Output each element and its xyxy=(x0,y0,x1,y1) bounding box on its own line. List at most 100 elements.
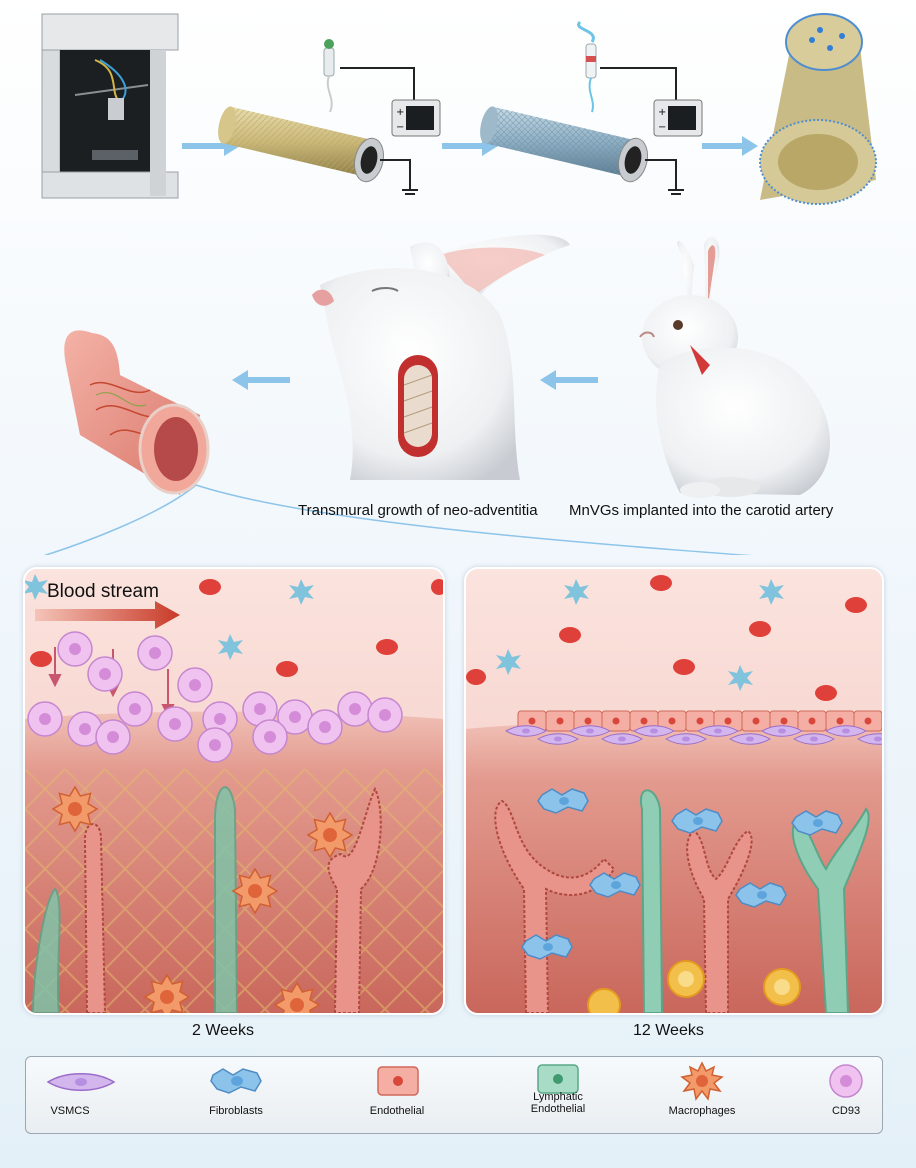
caption-growth: Transmural growth of neo-adventitia xyxy=(298,502,538,519)
legend: VSMCS Fibroblasts Endothelial Lymphatic … xyxy=(25,1056,883,1134)
panel-2-weeks-illustration: Blood stream xyxy=(25,569,443,1013)
flow-arrow-left xyxy=(232,370,290,390)
implantation-row: Transmural growth of neo-adventitia MnVG… xyxy=(43,234,834,555)
fibroblast-cells xyxy=(25,574,314,660)
svg-text:−: − xyxy=(396,122,404,133)
fibroblast-cell-icon xyxy=(210,1068,262,1094)
cd93-cell xyxy=(177,667,213,703)
vsmc-cell xyxy=(825,725,867,737)
flow-arrow-right xyxy=(540,370,598,390)
vsmc-cell xyxy=(633,725,675,737)
macrophage-cell xyxy=(306,811,354,859)
cd93-cell xyxy=(157,706,193,742)
macrophage-cell xyxy=(143,973,191,1013)
cd93-cell xyxy=(367,697,403,733)
syringe-icon-1 xyxy=(323,39,335,113)
vsmc-cell xyxy=(761,725,803,737)
power-supply-icon-1: + − xyxy=(340,67,441,195)
legend-item-macrophage: Macrophages xyxy=(658,1057,778,1133)
legend-item-lymphatic: Lymphatic Endothelial xyxy=(500,1057,620,1133)
blood-stream-label: Blood stream xyxy=(47,581,159,602)
svg-text:−: − xyxy=(658,122,666,133)
macrophage-cell xyxy=(273,981,321,1013)
fibroblast-cell xyxy=(671,808,723,834)
wall-fibroblasts xyxy=(521,788,843,960)
vsmc-cell xyxy=(793,733,835,745)
cd93-cell xyxy=(277,699,313,735)
fabrication-process: + − + − xyxy=(41,13,877,205)
legend-item-endothelial: Endothelial xyxy=(348,1057,468,1133)
fibroblast-cell xyxy=(537,788,589,814)
macrophage-cells xyxy=(51,785,354,1013)
fibroblast-cell xyxy=(735,882,787,908)
macrophage-cell-icon xyxy=(680,1061,724,1101)
endothelial-cell xyxy=(797,710,827,732)
panel-12-weeks xyxy=(464,567,884,1015)
cd93-cell xyxy=(95,719,131,755)
endothelial-cell-icon xyxy=(377,1066,419,1096)
cd93-cell xyxy=(197,727,233,763)
lymphatic-endothelial-cell-icon xyxy=(537,1064,579,1094)
vsmc-cell xyxy=(505,725,547,737)
cd93-cell xyxy=(252,719,288,755)
vsmc-cell xyxy=(537,733,579,745)
legend-item-cd93: CD93 xyxy=(786,1057,906,1133)
collector-tube-uncoated xyxy=(218,106,385,183)
label-2-weeks: 2 Weeks xyxy=(192,1022,254,1039)
legend-item-vsmc: VSMCS xyxy=(26,1057,146,1133)
cd93-cells xyxy=(27,631,403,763)
blood-capillaries xyxy=(494,799,753,1013)
endothelial-cell xyxy=(601,710,631,732)
vsmc-cell xyxy=(601,733,643,745)
vsmc-cell xyxy=(697,725,739,737)
endothelial-cell xyxy=(741,710,771,732)
lymphatic-vessels xyxy=(31,786,239,1013)
legend-label-vsmc: VSMCS xyxy=(50,1105,90,1117)
panel-2-weeks: Blood stream xyxy=(23,567,445,1015)
svg-text:+: + xyxy=(396,107,404,118)
red-blood-cells xyxy=(466,575,867,701)
vsmc-cell-icon xyxy=(46,1073,116,1091)
vsmc-cell xyxy=(569,725,611,737)
vsmc-cell xyxy=(729,733,771,745)
legend-label-fibroblast: Fibroblasts xyxy=(209,1105,263,1117)
label-12-weeks: 12 Weeks xyxy=(633,1022,704,1039)
macrophage-cell xyxy=(231,867,279,915)
process-arrow-3 xyxy=(702,136,758,156)
legend-label-endothelial: Endothelial xyxy=(369,1105,425,1117)
cd93-cell xyxy=(137,635,173,671)
fibroblast-cell xyxy=(791,810,843,836)
legend-item-fibroblast: Fibroblasts xyxy=(191,1057,311,1133)
vsmc-cell xyxy=(665,733,707,745)
legend-label-cd93: CD93 xyxy=(831,1105,861,1117)
svg-text:+: + xyxy=(658,107,666,118)
cd93-cell xyxy=(67,711,103,747)
rabbit-sitting-icon xyxy=(639,236,830,498)
red-blood-cells xyxy=(30,579,443,677)
cd93-cell xyxy=(57,631,93,667)
blood-capillaries xyxy=(83,786,382,1013)
3d-printer-icon xyxy=(41,13,179,199)
vsmc-layer xyxy=(505,725,882,745)
blood-stream-arrow xyxy=(35,601,180,629)
rabbit-head-icon xyxy=(312,234,570,480)
cd93-cell-icon xyxy=(829,1064,863,1098)
endothelial-cell xyxy=(545,710,575,732)
endothelial-layer xyxy=(517,710,882,732)
fibroblast-cells xyxy=(496,579,784,691)
cd93-cell xyxy=(307,709,343,745)
cd93-cell xyxy=(27,701,63,737)
cd93-cell xyxy=(337,691,373,727)
collector-tube-coated xyxy=(480,106,649,183)
m2-macrophage-cells xyxy=(587,960,801,1013)
legend-label-macrophage: Macrophages xyxy=(668,1105,736,1117)
panel-12-weeks-illustration xyxy=(466,569,882,1013)
artery-segment-icon xyxy=(64,330,210,495)
cd93-cell xyxy=(202,701,238,737)
cd93-cell xyxy=(117,691,153,727)
power-supply-icon-2: + − xyxy=(600,67,703,195)
legend-label-lymphatic: Lymphatic Endothelial xyxy=(530,1091,586,1115)
lymphatic-vessels xyxy=(639,789,870,1013)
fibroblast-cell xyxy=(521,934,573,960)
endothelial-cell xyxy=(853,710,882,732)
